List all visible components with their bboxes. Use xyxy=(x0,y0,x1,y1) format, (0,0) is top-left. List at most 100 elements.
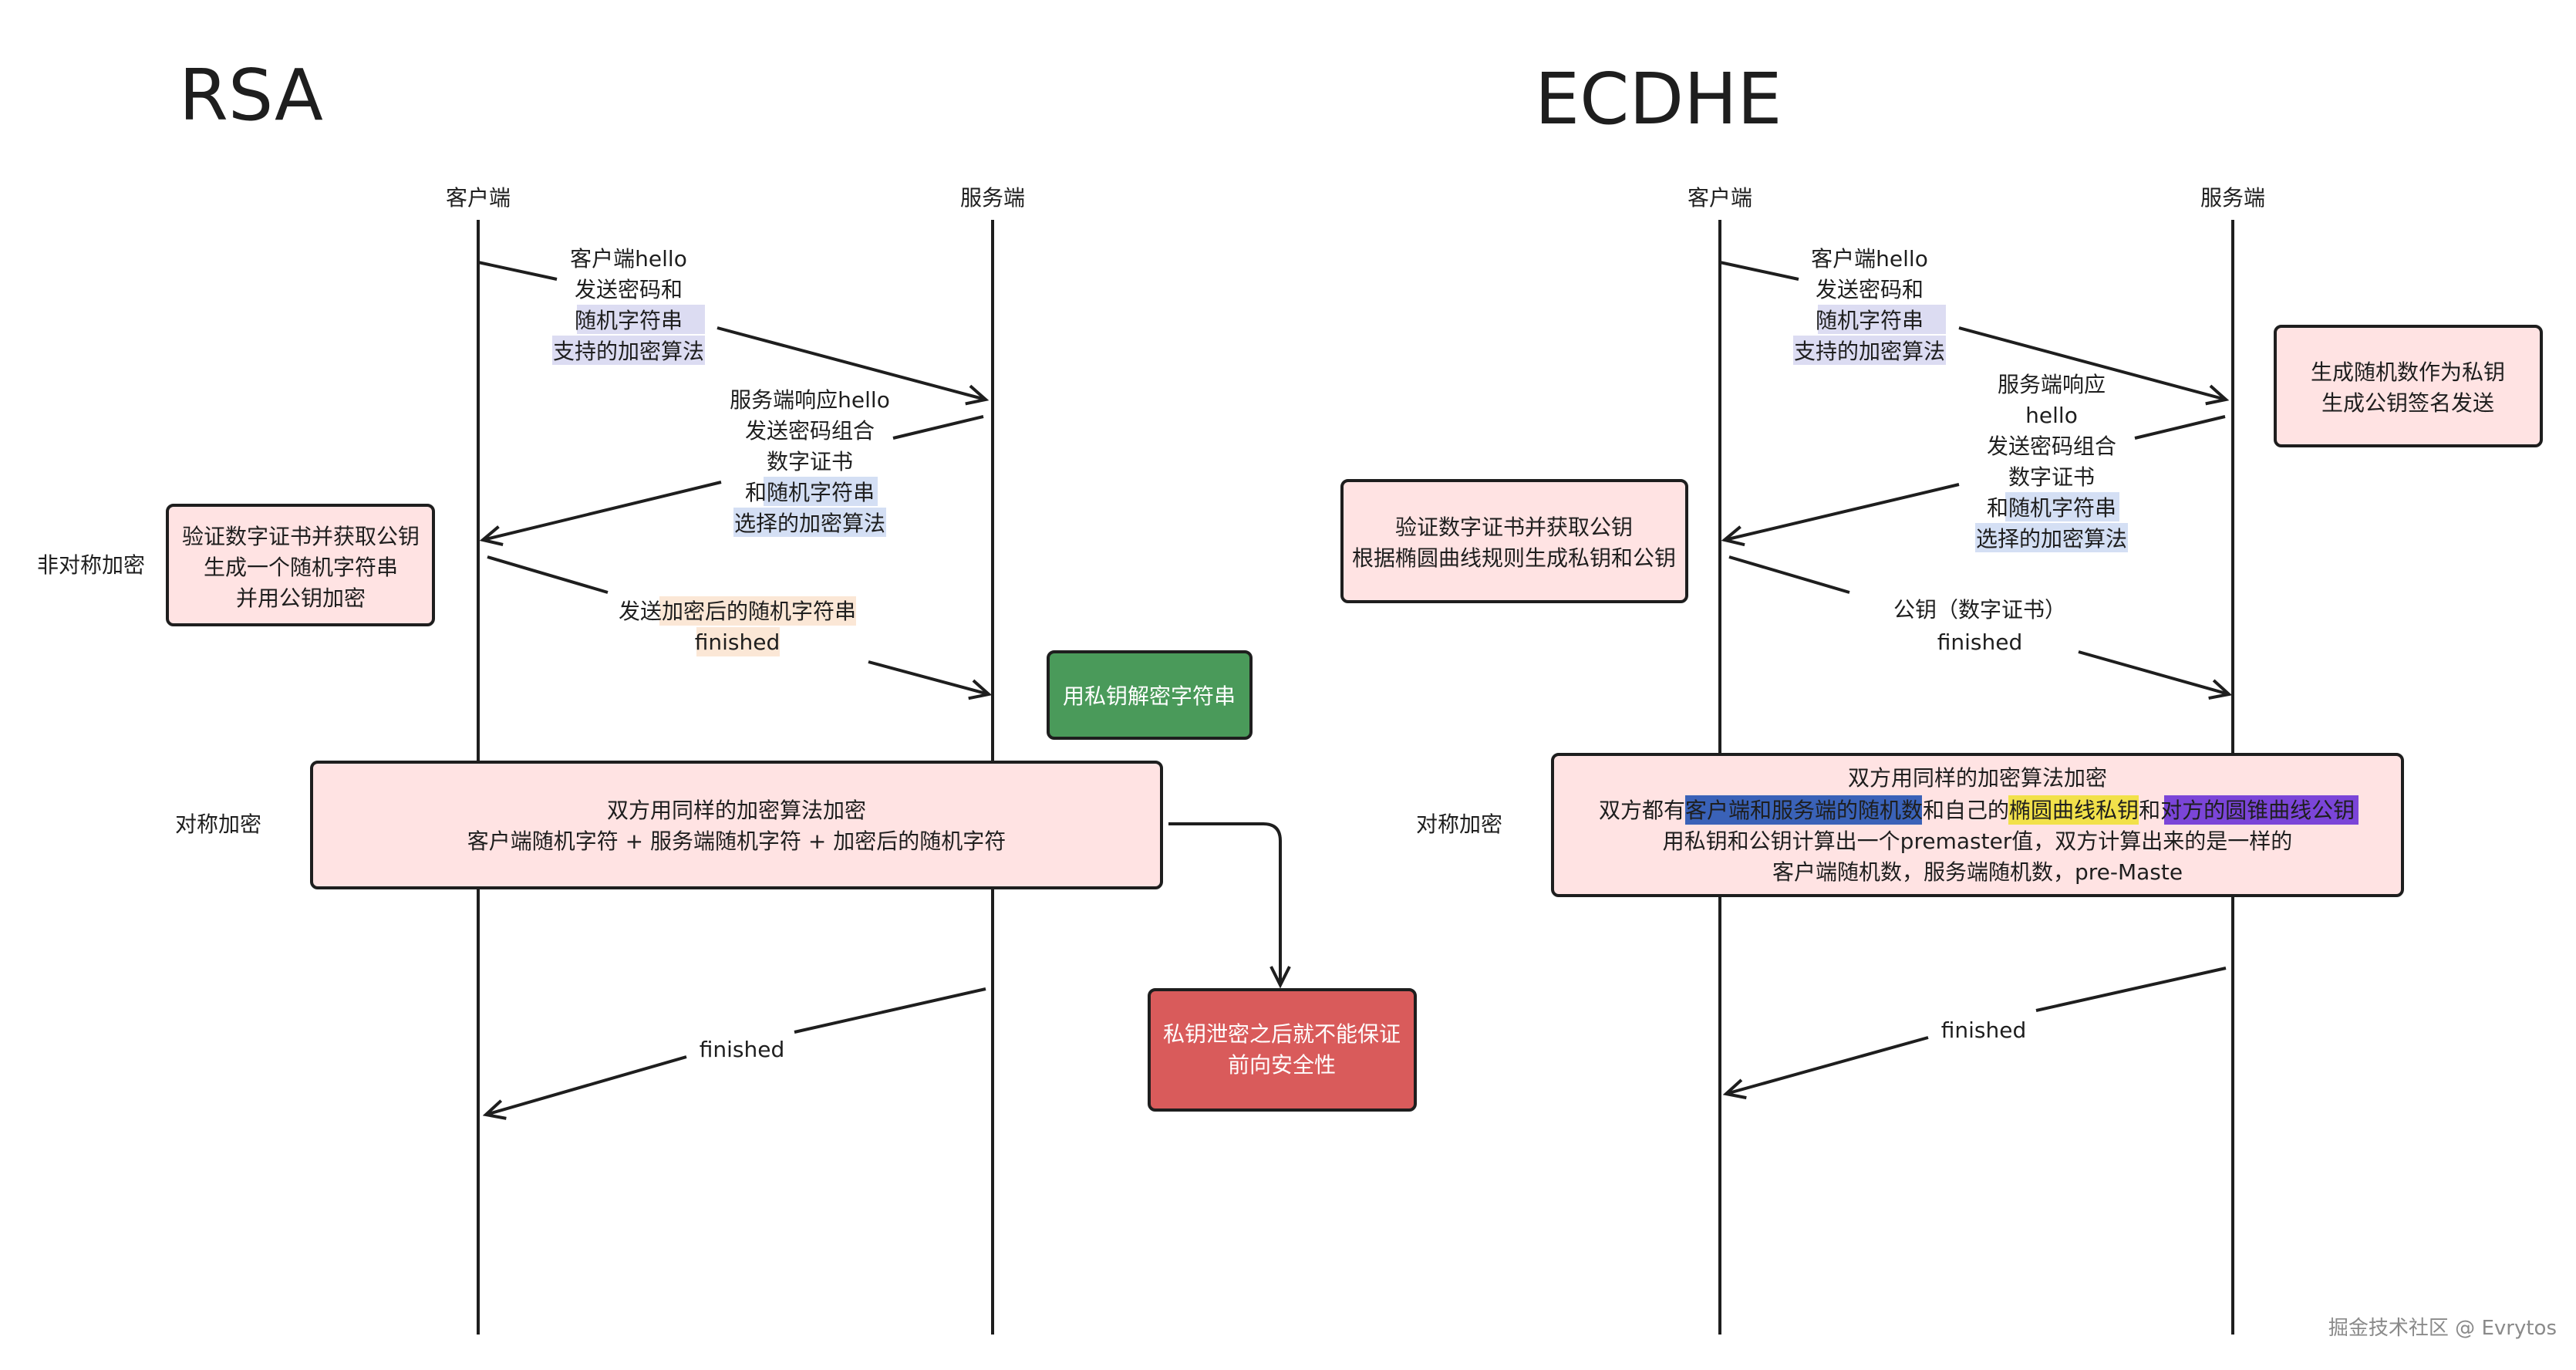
ecdhe-hl-random-numbers xyxy=(1685,795,1922,825)
ecdhe-server-key-line-2: 生成公钥签名发送 xyxy=(2321,390,2494,416)
ecdhe-server-key-box: 生成随机数作为私钥 生成公钥签名发送 xyxy=(2274,325,2543,447)
ecdhe-msg-server-hello-3: 发送密码组合 xyxy=(1987,434,2116,459)
rsa-server-hello-message: 服务端响应hello 发送密码组合 数字证书 和随机字符串 选择的加密算法 xyxy=(730,387,890,537)
ecdhe-hl-ec-private-key xyxy=(2008,795,2139,825)
rsa-leak-connector-arrow xyxy=(1168,822,1280,985)
ecdhe-pubkey-arrow xyxy=(2078,650,2229,694)
ecdhe-symmetric-label: 对称加密 xyxy=(1416,812,1502,837)
rsa-msg-client-hello-2: 发送密码和 xyxy=(575,277,683,302)
ecdhe-client-hello-message: 客户端hello 发送密码和 随机字符串 支持的加密算法 xyxy=(1793,246,1946,365)
rsa-server-hello-arrow xyxy=(483,481,722,540)
rsa-verify-line-3: 并用公钥加密 xyxy=(236,585,366,611)
ecdhe-line2-part-1: 双方都有 xyxy=(1599,798,1685,823)
ecdhe-line2-part-2: 客户端和服务端的随机数 xyxy=(1685,798,1923,823)
ecdhe-client-hello-arrow-start xyxy=(1719,261,1799,281)
rsa-send-encrypted-arrow xyxy=(868,660,989,694)
ecdhe-symmetric-line-1: 双方用同样的加密算法加密 xyxy=(1848,765,2107,791)
rsa-server-label: 服务端 xyxy=(960,185,1025,211)
ecdhe-msg-client-hello-1: 客户端hello xyxy=(1811,246,1928,272)
ecdhe-msg-client-hello-2: 发送密码和 xyxy=(1816,277,1924,302)
rsa-symmetric-box: 双方用同样的加密算法加密 客户端随机字符 + 服务端随机字符 + 加密后的随机字… xyxy=(310,761,1163,889)
rsa-msg-send-encrypted-1: 发送加密后的随机字符串 xyxy=(619,599,856,624)
rsa-msg-server-hello-2: 发送密码组合 xyxy=(745,418,875,444)
ecdhe-server-key-line-1: 生成随机数作为私钥 xyxy=(2311,359,2505,385)
rsa-msg-server-hello-5: 选择的加密算法 xyxy=(734,511,885,536)
ecdhe-client-label: 客户端 xyxy=(1688,185,1752,211)
ecdhe-msg-client-hello-4: 支持的加密算法 xyxy=(1794,339,1945,364)
rsa-client-hello-message: 客户端hello 发送密码和 随机字符串 支持的加密算法 xyxy=(552,246,705,365)
ecdhe-client-hello-arrow xyxy=(1958,326,2226,400)
rsa-hl-server-algorithm xyxy=(733,508,886,537)
ecdhe-server-label: 服务端 xyxy=(2200,185,2265,211)
ecdhe-verify-line-2: 根据椭圆曲线规则生成私钥和公钥 xyxy=(1352,545,1676,571)
ecdhe-verify-line-1: 验证数字证书并获取公钥 xyxy=(1395,515,1633,540)
ecdhe-msg-pubkey-1: 公钥（数字证书） xyxy=(1893,597,2066,623)
rsa-msg-server-hello-1: 服务端响应hello xyxy=(730,387,890,413)
ecdhe-symmetric-box: 双方用同样的加密算法加密 双方都有客户端和服务端的随机数和自己的椭圆曲线私钥和对… xyxy=(1551,753,2404,897)
rsa-hl-finished xyxy=(696,627,780,656)
ecdhe-hl-random-string xyxy=(1818,305,1946,334)
ecdhe-server-hello-arrow xyxy=(1725,483,1960,540)
rsa-send-encrypted-message: 发送加密后的随机字符串 finished xyxy=(619,596,856,656)
ecdhe-hl-conic-public-key xyxy=(2164,795,2359,825)
ecdhe-msg-client-hello-3: 随机字符串 xyxy=(1816,308,1924,333)
rsa-send-encrypted-arrow-start xyxy=(487,555,609,594)
ecdhe-msg-finished: finished xyxy=(1941,1017,2027,1043)
ecdhe-hl-server-algorithm xyxy=(1975,523,2128,552)
ecdhe-msg-pubkey-2: finished xyxy=(1937,629,2023,655)
rsa-private-leak-line-1: 私钥泄密之后就不能保证 xyxy=(1163,1021,1401,1047)
ecdhe-server-hello-message: 服务端响应 hello 发送密码组合 数字证书 和随机字符串 选择的加密算法 xyxy=(1975,372,2128,552)
rsa-server-hello-arrow-start xyxy=(892,415,984,440)
rsa-msg-send-encrypted-2: finished xyxy=(695,629,781,655)
ecdhe-symmetric-line-4: 客户端随机数，服务端随机数，pre-Maste xyxy=(1772,859,2183,885)
rsa-private-leak-box: 私钥泄密之后就不能保证 前向安全性 xyxy=(1148,988,1417,1112)
ecdhe-finished-arrow-start xyxy=(2035,967,2227,1012)
watermark: 掘金技术社区 @ Evrytos xyxy=(2328,1317,2557,1340)
ecdhe-server-hello-arrow-start xyxy=(2134,415,2226,440)
rsa-hl-random-string xyxy=(577,305,705,334)
rsa-client-hello-arrow xyxy=(716,326,986,400)
rsa-msg-client-hello-3: 随机字符串 xyxy=(575,308,683,333)
ecdhe-msg-server-hello-2: hello xyxy=(2025,403,2078,428)
ecdhe-line2-part-5: 和 xyxy=(2139,798,2160,823)
ecdhe-verify-box: 验证数字证书并获取公钥 根据椭圆曲线规则生成私钥和公钥 xyxy=(1340,479,1688,603)
rsa-hl-encrypted-string xyxy=(659,596,856,626)
rsa-hl-server-random xyxy=(764,477,878,506)
ecdhe-hl-server-random xyxy=(2005,492,2119,521)
rsa-client-label: 客户端 xyxy=(446,185,511,211)
rsa-verify-line-1: 验证数字证书并获取公钥 xyxy=(182,524,420,549)
ecdhe-line2-part-3: 和自己的 xyxy=(1923,798,2009,823)
ecdhe-msg-server-hello-5: 和随机字符串 xyxy=(1987,495,2116,521)
rsa-msg-finished: finished xyxy=(700,1037,785,1062)
rsa-msg-server-hello-4: 和随机字符串 xyxy=(745,480,875,505)
ecdhe-symmetric-line-3: 用私钥和公钥计算出一个premaster值，双方计算出来的是一样的 xyxy=(1663,828,2293,854)
rsa-decrypt-text: 用私钥解密字符串 xyxy=(1063,683,1236,709)
rsa-msg-server-hello-3: 数字证书 xyxy=(767,449,853,474)
rsa-verify-line-2: 生成一个随机字符串 xyxy=(204,555,398,580)
rsa-symmetric-line-1: 双方用同样的加密算法加密 xyxy=(607,798,866,823)
rsa-private-leak-line-2: 前向安全性 xyxy=(1228,1052,1336,1078)
ecdhe-msg-server-hello-1: 服务端响应 xyxy=(1998,372,2106,397)
rsa-decrypt-box: 用私钥解密字符串 xyxy=(1047,650,1253,740)
ecdhe-line2-part-6: 对方的圆锥曲线公钥 xyxy=(2160,798,2355,823)
rsa-symmetric-label: 对称加密 xyxy=(175,812,261,837)
rsa-client-hello-arrow-start xyxy=(477,261,558,281)
ecdhe-msg-server-hello-6: 选择的加密算法 xyxy=(1976,526,2127,552)
rsa-asymmetric-label: 非对称加密 xyxy=(37,552,145,578)
rsa-msg-client-hello-1: 客户端hello xyxy=(570,246,687,272)
ecdhe-pubkey-arrow-start xyxy=(1728,555,1850,594)
ecdhe-msg-server-hello-4: 数字证书 xyxy=(2008,464,2095,490)
ecdhe-line2-part-4: 椭圆曲线私钥 xyxy=(2009,798,2139,823)
rsa-verify-box: 验证数字证书并获取公钥 生成一个随机字符串 并用公钥加密 xyxy=(166,504,435,626)
rsa-hl-algorithms xyxy=(552,336,705,365)
rsa-msg-client-hello-4: 支持的加密算法 xyxy=(553,339,704,364)
ecdhe-title: ECDHE xyxy=(1535,58,1782,140)
ecdhe-finished-arrow xyxy=(1726,1036,1929,1094)
ecdhe-hl-algorithms xyxy=(1793,336,1946,365)
rsa-finished-arrow xyxy=(486,1055,687,1115)
rsa-finished-arrow-start xyxy=(794,987,986,1034)
rsa-symmetric-line-2: 客户端随机字符 + 服务端随机字符 + 加密后的随机字符 xyxy=(467,828,1006,854)
rsa-title: RSA xyxy=(179,54,323,137)
ecdhe-symmetric-line-2: 双方都有客户端和服务端的随机数和自己的椭圆曲线私钥和对方的圆锥曲线公钥 xyxy=(1599,798,2355,823)
